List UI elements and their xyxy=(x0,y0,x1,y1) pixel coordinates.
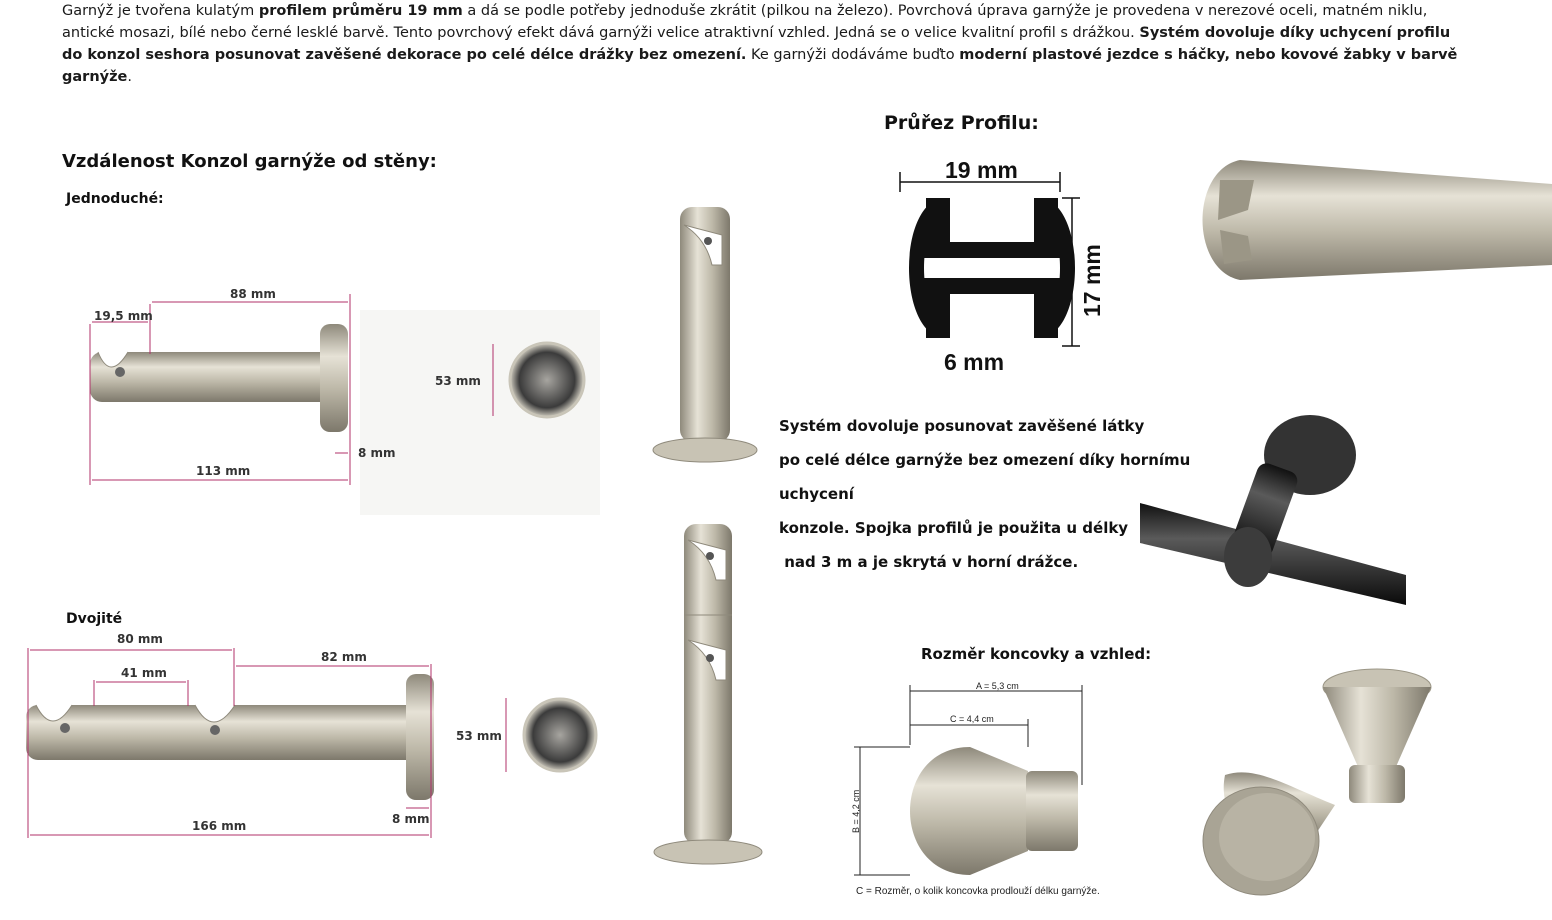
system-line-1: Systém dovoluje posunovat zavěšené látky xyxy=(779,417,1145,435)
intro-bold-2: Systém dovoluje díky uchycení profilu do… xyxy=(62,25,1451,63)
single-screw-icon xyxy=(115,367,125,377)
single-base-disc xyxy=(508,341,586,419)
endcap-note: C = Rozměr, o kolik koncovka prodlouží d… xyxy=(856,886,1100,897)
endcap-heading: Rozměr koncovky a vzhled: xyxy=(921,645,1152,663)
intro-bold-3: moderní plastové jezdce s háčky, nebo ko… xyxy=(62,47,1458,85)
endcap-dim-b: B = 4,2 cm xyxy=(851,790,861,833)
double-wall-plate xyxy=(406,674,434,800)
intro-text-1: Garnýž je tvořena kulatým xyxy=(62,3,259,19)
intro-text-4: . xyxy=(127,69,132,85)
double-dim-e: 8 mm xyxy=(392,812,430,826)
endcap-dim-a: A = 5,3 cm xyxy=(976,681,1019,691)
profile-cross-section: 19 mm 17 mm 6 mm xyxy=(899,157,1105,375)
endcaps-photo xyxy=(1202,668,1432,896)
system-description: Systém dovoluje posunovat zavěšené látky… xyxy=(779,409,1219,579)
system-line-2: po celé délce garnýže bez omezení díky h… xyxy=(779,451,1191,503)
single-bracket-drawing: 19,5 mm 88 mm 113 mm 8 mm 53 mm xyxy=(89,287,600,515)
single-wall-plate xyxy=(320,324,348,432)
single-ceiling-bracket xyxy=(652,207,758,463)
double-ceiling-bracket xyxy=(653,524,763,865)
intro-bold-1: profilem průměru 19 mm xyxy=(258,3,463,19)
profile-heading: Průřez Profilu: xyxy=(884,112,1039,134)
double-dim-d: 166 mm xyxy=(192,819,246,833)
single-heading: Jednoduché: xyxy=(66,191,164,207)
double-heading: Dvojité xyxy=(66,611,123,627)
single-dim-e: 53 mm xyxy=(435,374,481,388)
double-bracket-drawing: 80 mm 41 mm 82 mm 166 mm 8 mm 53 mm xyxy=(26,632,598,838)
double-dim-c: 82 mm xyxy=(321,650,367,664)
single-rod xyxy=(90,352,340,402)
double-base-disc xyxy=(522,697,598,773)
endcap-dim-c: C = 4,4 cm xyxy=(950,714,994,724)
system-line-4: nad 3 m a je skrytá v horní drážce. xyxy=(779,553,1079,571)
profile-dim-height: 17 mm xyxy=(1079,244,1105,317)
double-dim-a: 80 mm xyxy=(117,632,163,646)
double-dim-b: 41 mm xyxy=(121,666,167,680)
single-dim-c: 113 mm xyxy=(196,464,250,478)
profile-rod-photo xyxy=(1202,160,1552,280)
double-dim-f: 53 mm xyxy=(456,729,502,743)
system-line-3: konzole. Spojka profilů je použita u dél… xyxy=(779,519,1129,537)
single-dim-a: 19,5 mm xyxy=(94,309,153,323)
profile-dim-gap: 6 mm xyxy=(944,349,1004,375)
endcap-drawing: A = 5,3 cm C = 4,4 cm B = 4,2 cm C = Roz… xyxy=(851,681,1100,897)
profile-dim-width: 19 mm xyxy=(945,157,1018,183)
connector-photo xyxy=(1140,415,1406,605)
intro-paragraph: Garnýž je tvořena kulatým profilem průmě… xyxy=(62,0,1462,88)
distance-heading: Vzdálenost Konzol garnýže od stěny: xyxy=(62,151,437,172)
double-screw-1-icon xyxy=(60,723,70,733)
intro-text-3: Ke garnýži dodáváme buďto xyxy=(746,47,960,63)
double-rod xyxy=(26,705,426,760)
single-dim-b: 88 mm xyxy=(230,287,276,301)
single-dim-d: 8 mm xyxy=(358,446,396,460)
double-screw-2-icon xyxy=(210,725,220,735)
intro-text-2: a dá se podle potřeby jednoduše zkrátit … xyxy=(62,3,1428,41)
